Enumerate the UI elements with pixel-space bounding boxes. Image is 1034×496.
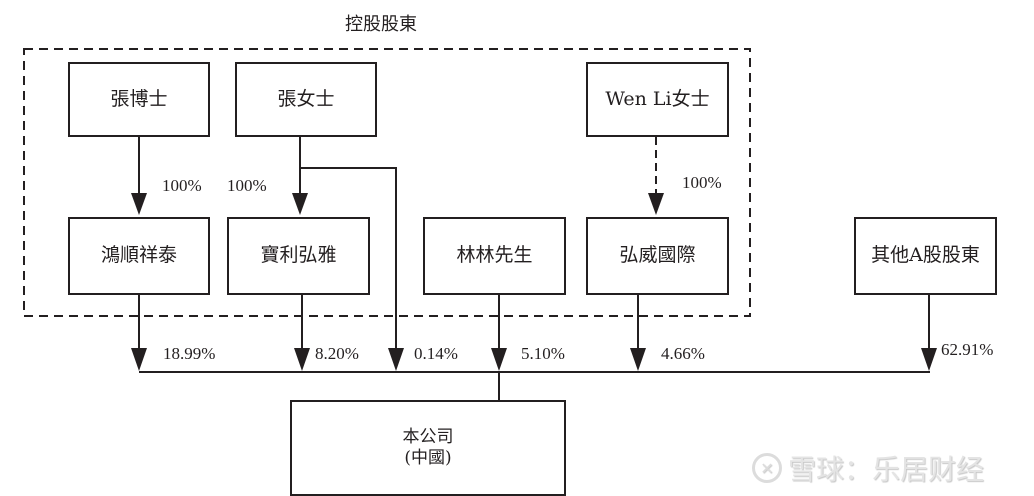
- node-other-a-shareholders: 其他A股股東: [854, 217, 997, 295]
- company-name: 本公司: [402, 426, 454, 447]
- node-label: 張博士: [110, 87, 168, 110]
- node-label: 林林先生: [456, 244, 533, 267]
- node-ms-zhang: 張女士: [235, 62, 377, 137]
- node-label: Wen Li女士: [605, 87, 710, 110]
- pct-baoli-company: 8.20%: [315, 344, 359, 363]
- node-mr-lin: 林林先生: [423, 217, 566, 295]
- arrowhead: [131, 348, 147, 371]
- company-jurisdiction: (中國): [404, 448, 452, 468]
- pct-wen-li-hongwei: 100%: [682, 173, 722, 192]
- node-label: 張女士: [277, 87, 335, 110]
- pct-hongshun-company: 18.99%: [163, 344, 216, 363]
- pct-hongwei-company: 4.66%: [661, 344, 705, 363]
- arrowhead: [491, 348, 507, 371]
- arrowhead: [294, 348, 310, 371]
- node-dr-zhang: 張博士: [68, 62, 210, 137]
- controlling-group-border: [23, 48, 751, 317]
- node-hongshun: 鴻順祥泰: [68, 217, 210, 295]
- arrowhead: [388, 348, 404, 371]
- arrowhead: [131, 193, 147, 215]
- arrowhead: [921, 348, 937, 371]
- node-wen-li: Wen Li女士: [586, 62, 729, 137]
- node-label: 寶利弘雅: [260, 244, 337, 267]
- arrowhead: [648, 193, 664, 215]
- watermark-text: 雪球：乐居财经: [788, 453, 985, 486]
- pct-mr-lin-company: 5.10%: [521, 344, 565, 363]
- pct-ms-zhang-baoli: 100%: [227, 176, 267, 195]
- pct-dr-zhang-hongshun: 100%: [162, 176, 202, 195]
- node-label: 其他A股股東: [871, 244, 980, 267]
- arrowhead: [292, 193, 308, 215]
- pct-other-a-company: 62.91%: [941, 340, 994, 359]
- snowball-logo-icon: ✕: [752, 453, 782, 483]
- edge-ms-zhang-company: [300, 167, 397, 352]
- watermark: ✕ 雪球：乐居财经: [752, 448, 984, 488]
- node-hongwei: 弘威國際: [586, 217, 729, 295]
- pct-ms-zhang-company: 0.14%: [414, 344, 458, 363]
- node-label: 弘威國際: [619, 244, 696, 267]
- arrowhead: [630, 348, 646, 371]
- node-company: 本公司 (中國): [290, 400, 566, 496]
- controlling-shareholders-title: 控股股東: [345, 14, 417, 35]
- node-label: 鴻順祥泰: [100, 244, 177, 267]
- node-baoli: 寶利弘雅: [227, 217, 370, 295]
